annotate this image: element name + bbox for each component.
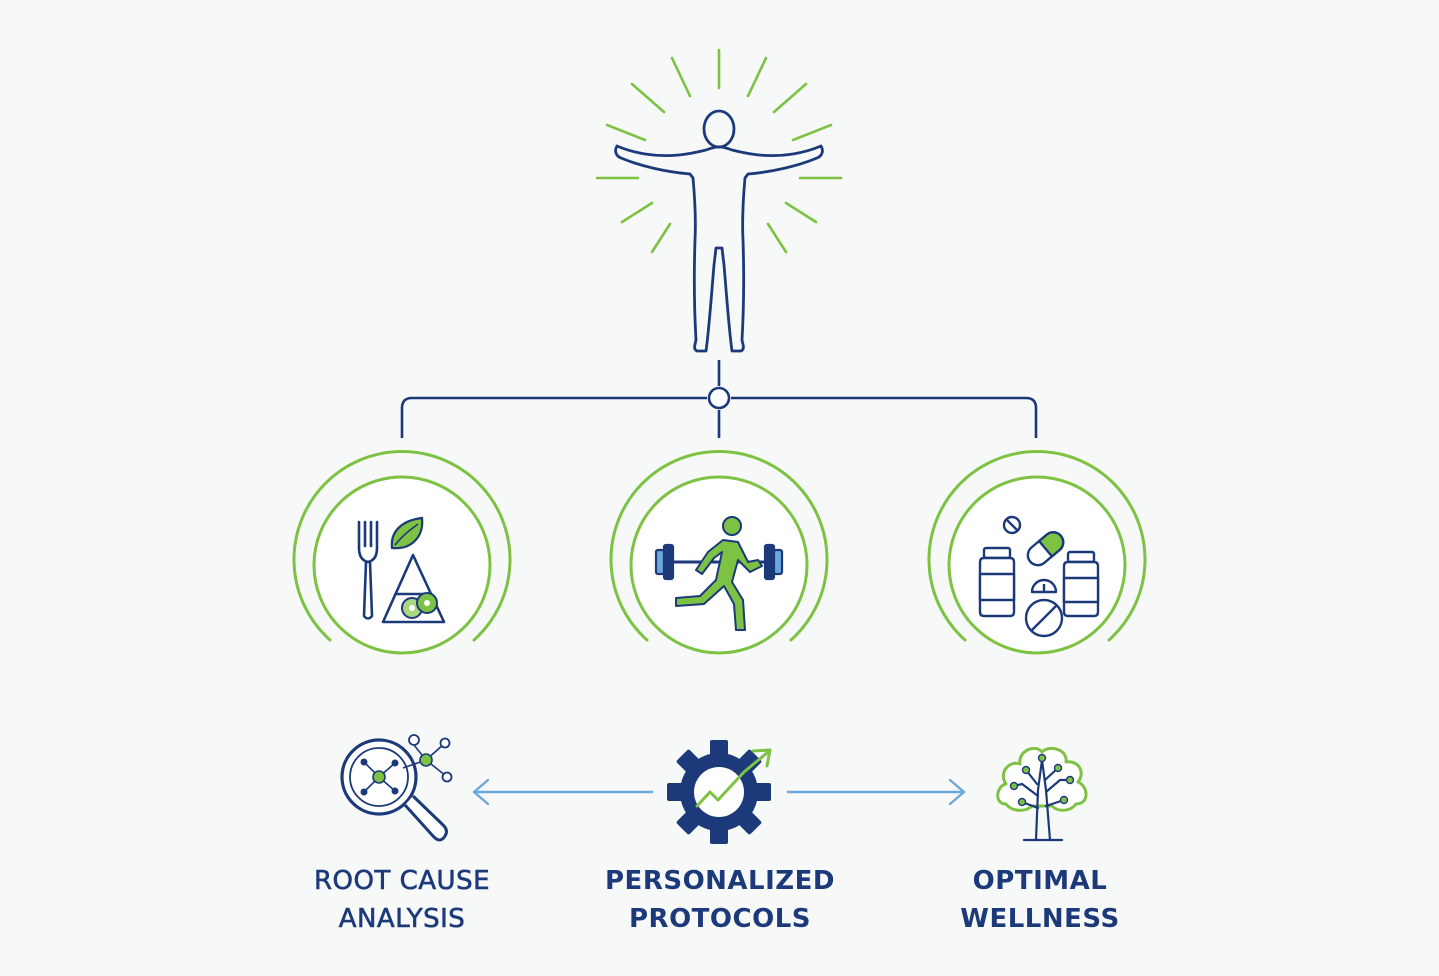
step-label-optimal-wellness: OPTIMAL WELLNESS: [880, 862, 1200, 938]
pillar-ring-outer: [609, 450, 829, 642]
hierarchy-connector: [400, 360, 1038, 438]
pillar-nutrition: [292, 450, 512, 655]
pillar-ring-inner: [312, 475, 492, 655]
step-label-line: PROTOCOLS: [629, 904, 811, 934]
exercise-icon: [654, 516, 784, 631]
step-label-line: WELLNESS: [960, 904, 1120, 934]
nutrition-icon: [357, 516, 446, 624]
pillar-exercise: [609, 450, 829, 655]
pillar-ring-outer: [927, 450, 1147, 642]
step-label-line: PERSONALIZED: [605, 866, 835, 896]
step-label-line: ROOT CAUSE: [313, 866, 491, 897]
pillar-supplements: [927, 450, 1147, 655]
step-label-line: OPTIMAL: [972, 866, 1108, 896]
step-label-root-cause: ROOT CAUSE ANALYSIS: [242, 862, 562, 938]
connector-node: [707, 386, 731, 410]
radiance-rays: [595, 48, 843, 254]
process-arrows: [472, 778, 966, 806]
step-label-line: ANALYSIS: [338, 904, 466, 935]
pillar-ring-outer: [292, 450, 512, 642]
magnifier-network-icon: [340, 734, 453, 842]
tree-icon: [996, 746, 1088, 842]
person-outline: [614, 109, 824, 353]
radiant-person-icon: [595, 48, 843, 353]
step-label-personalized-protocols: PERSONALIZED PROTOCOLS: [560, 862, 880, 938]
supplements-icon: [978, 515, 1100, 638]
gear-growth-icon: [667, 740, 772, 844]
